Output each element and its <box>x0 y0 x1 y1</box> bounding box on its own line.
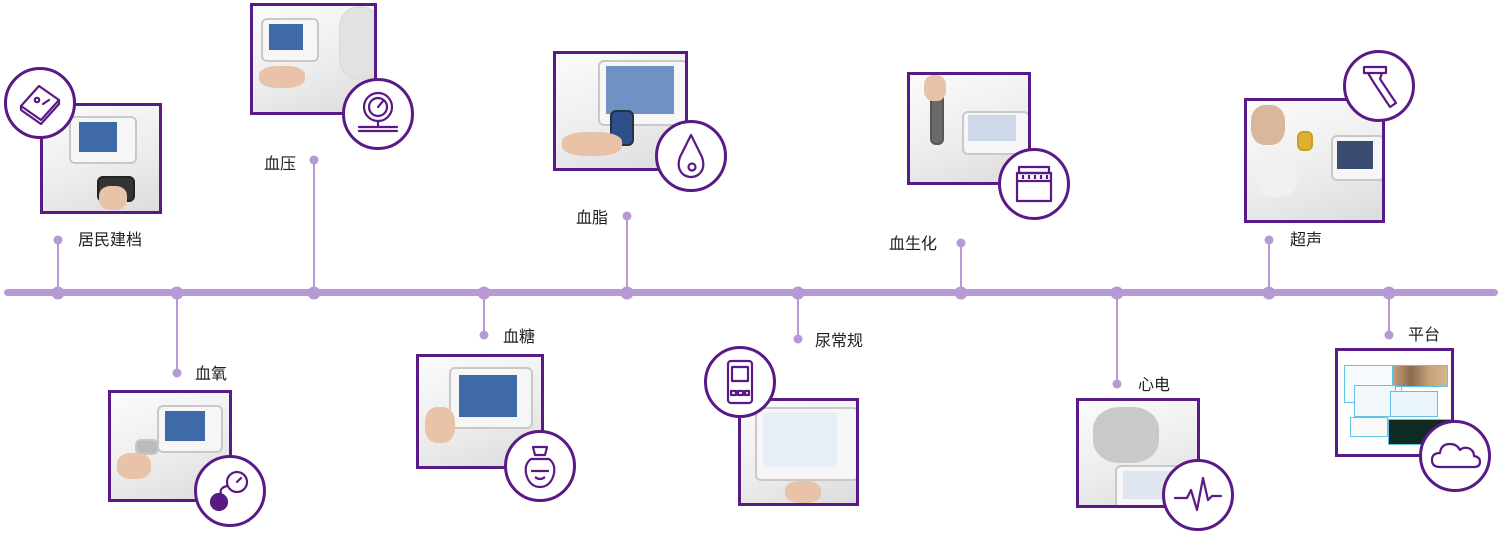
connector <box>313 160 315 293</box>
pressure-gauge-icon <box>342 78 414 150</box>
axis-dot <box>954 286 968 300</box>
connector <box>1388 293 1390 335</box>
item-label: 居民建档 <box>78 230 143 249</box>
connector <box>1116 293 1118 384</box>
device-photo <box>553 51 688 171</box>
connector <box>626 216 628 293</box>
item-label: 血氧 <box>195 364 228 383</box>
timeline-axis <box>4 289 1498 296</box>
axis-dot <box>307 286 321 300</box>
device-photo <box>907 72 1031 185</box>
item-label: 血脂 <box>576 208 609 227</box>
blood-pressure-bulb-icon <box>194 455 266 527</box>
connector-dot <box>1112 379 1122 389</box>
glucose-bottle-icon <box>504 430 576 502</box>
connector-dot <box>172 368 182 378</box>
item-label: 血糖 <box>503 327 536 346</box>
urine-analyzer-icon <box>704 346 776 418</box>
biochemistry-analyzer-icon <box>998 148 1070 220</box>
connector-dot <box>479 330 489 340</box>
connector <box>57 240 59 293</box>
connector-dot <box>956 238 966 248</box>
connector-dot <box>1384 330 1394 340</box>
connector <box>483 293 485 335</box>
document-card-icon <box>4 67 76 139</box>
item-label: 血生化 <box>889 234 938 253</box>
item-label: 心电 <box>1138 375 1171 394</box>
connector <box>176 293 178 373</box>
connector-dot <box>53 235 63 245</box>
cloud-icon <box>1419 420 1491 492</box>
item-label: 超声 <box>1290 230 1323 249</box>
connector-dot <box>793 334 803 344</box>
item-label: 尿常规 <box>815 331 864 350</box>
device-photo <box>738 398 859 506</box>
item-label: 血压 <box>264 154 297 173</box>
connector-dot <box>309 155 319 165</box>
connector <box>1268 240 1270 293</box>
connector <box>797 293 799 339</box>
device-photo <box>40 103 162 214</box>
platform-screenshot <box>1335 348 1454 457</box>
axis-dot <box>620 286 634 300</box>
ultrasound-probe-icon <box>1343 50 1415 122</box>
device-photo <box>1244 98 1385 223</box>
connector <box>960 243 962 293</box>
connector-dot <box>622 211 632 221</box>
connector-dot <box>1264 235 1274 245</box>
item-label: 平台 <box>1408 325 1441 344</box>
ecg-wave-icon <box>1162 459 1234 531</box>
axis-dot <box>51 286 65 300</box>
blood-drop-icon <box>655 120 727 192</box>
axis-dot <box>1262 286 1276 300</box>
